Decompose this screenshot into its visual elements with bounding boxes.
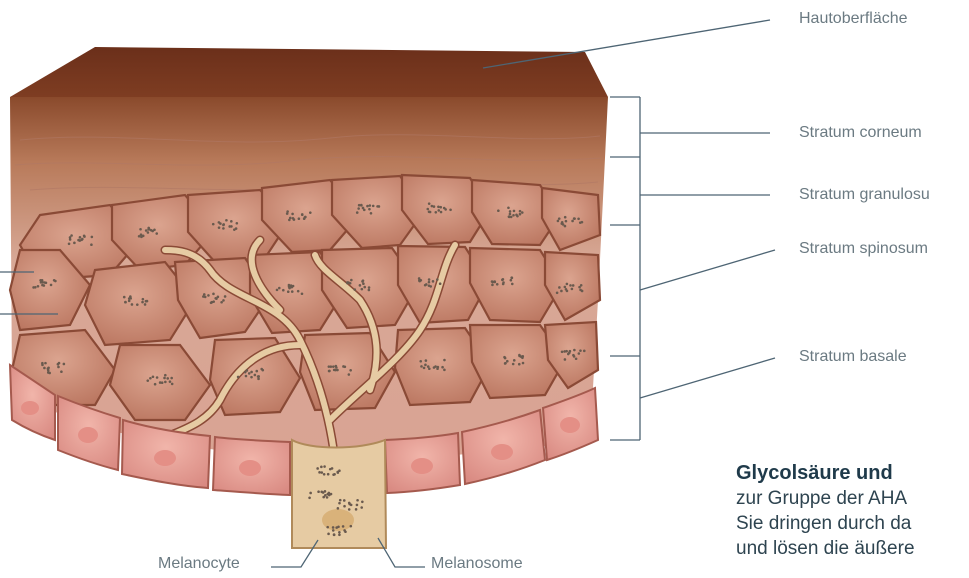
skin-surface xyxy=(10,47,608,97)
text-line-3: und lösen die äußere xyxy=(736,538,915,560)
label-stratum-granulosum: Stratum granulosu xyxy=(799,186,930,204)
label-surface: Hautoberfläche xyxy=(799,10,908,28)
label-melanosome: Melanosome xyxy=(431,555,523,573)
label-melanocyte: Melanocyte xyxy=(158,555,240,573)
label-stratum-spinosum: Stratum spinosum xyxy=(799,240,928,258)
label-stratum-corneum: Stratum corneum xyxy=(799,124,922,142)
label-stratum-basale: Stratum basale xyxy=(799,348,907,366)
layer-bracket xyxy=(610,97,640,440)
text-line-2: Sie dringen durch da xyxy=(736,513,911,535)
text-heading: Glycolsäure und xyxy=(736,462,893,485)
spinous-cells xyxy=(10,175,600,420)
text-line-1: zur Gruppe der AHA xyxy=(736,488,907,510)
